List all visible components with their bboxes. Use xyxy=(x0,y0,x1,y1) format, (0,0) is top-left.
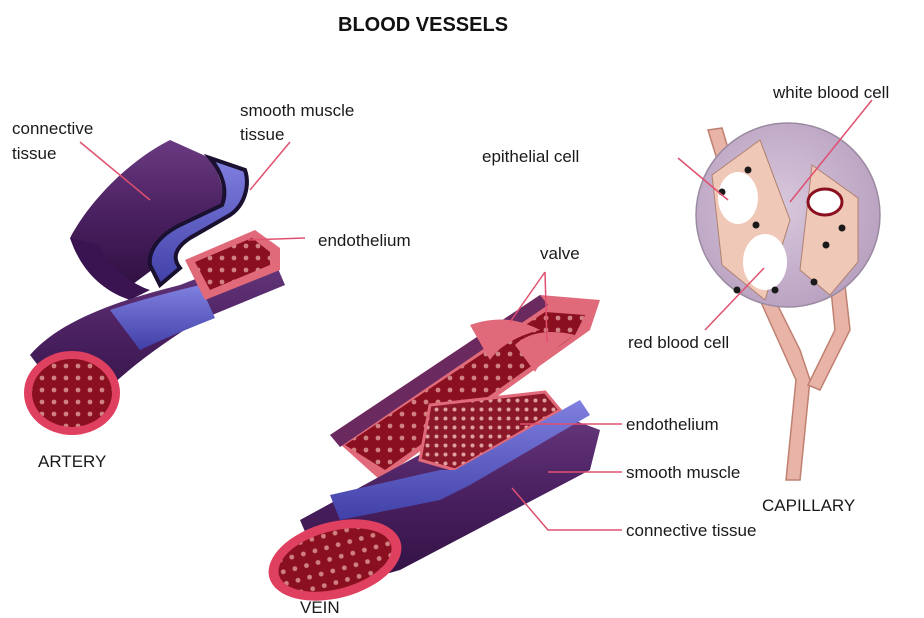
diagram-title: BLOOD VESSELS xyxy=(338,14,508,37)
artery-label-endothelium: endothelium xyxy=(318,230,411,251)
vein-caption: VEIN xyxy=(300,598,340,618)
artery-label-connective-2: tissue xyxy=(12,143,56,164)
artery-cut-end-inner xyxy=(32,359,112,427)
vein-label-connective-tissue: connective tissue xyxy=(626,520,756,541)
vein-label-endothelium: endothelium xyxy=(626,414,719,435)
capillary-label-white-blood-cell: white blood cell xyxy=(773,82,889,103)
capillary-caption: CAPILLARY xyxy=(762,496,855,516)
capillary-label-epithelial-cell: epithelial cell xyxy=(482,146,579,167)
capillary-label-red-blood-cell: red blood cell xyxy=(628,332,729,353)
capillary-white-blood-cell xyxy=(808,189,842,215)
vein-label-valve: valve xyxy=(540,243,580,264)
artery-illustration xyxy=(24,140,285,435)
capillary-red-blood-cell xyxy=(743,234,787,290)
leader-artery-smooth-muscle xyxy=(250,142,290,190)
capillary-blood-cell-1 xyxy=(718,172,758,224)
vein-label-smooth-muscle: smooth muscle xyxy=(626,462,740,483)
artery-label-connective-1: connective xyxy=(12,118,93,139)
artery-caption: ARTERY xyxy=(38,452,106,472)
artery-label-smooth-muscle-1: smooth muscle xyxy=(240,100,354,121)
capillary-illustration xyxy=(696,123,880,480)
vein-illustration xyxy=(259,295,600,614)
artery-label-smooth-muscle-2: tissue xyxy=(240,124,284,145)
